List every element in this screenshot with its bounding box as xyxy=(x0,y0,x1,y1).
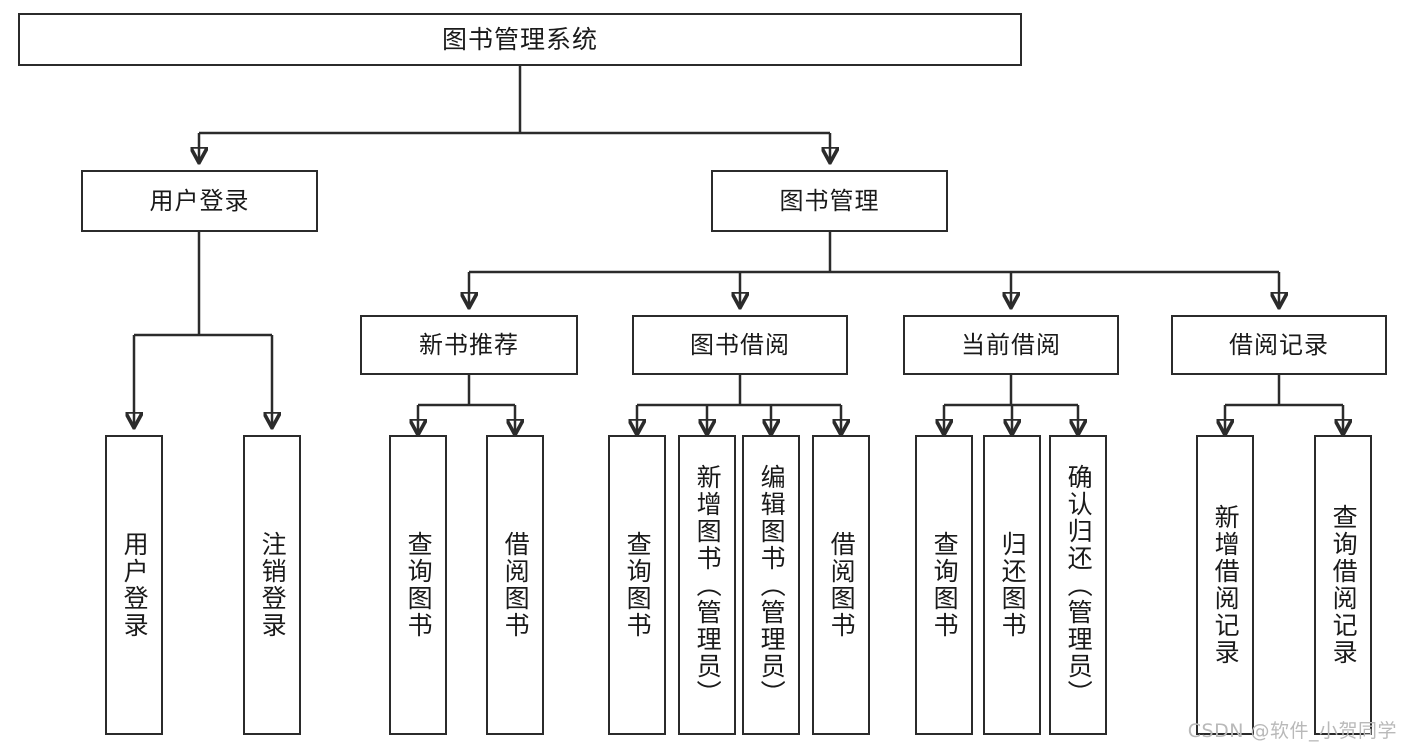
node-label: 归还图书 xyxy=(998,531,1028,639)
leaf-borrow-query-book[interactable]: 查询图书 xyxy=(608,435,666,735)
node-label: 新书推荐 xyxy=(419,330,519,359)
node-label: 查询图书 xyxy=(623,531,653,639)
node-label: 图书管理系统 xyxy=(441,24,598,54)
leaf-recommend-borrow-book[interactable]: 借阅图书 xyxy=(486,435,544,735)
node-label: 用户登录 xyxy=(120,531,150,639)
node-label: 注销登录 xyxy=(258,531,288,639)
node-user-login[interactable]: 用户登录 xyxy=(81,170,318,232)
node-label: 新增图书（管理员） xyxy=(693,463,723,707)
leaf-record-add-record[interactable]: 新增借阅记录 xyxy=(1196,435,1254,735)
leaf-borrow-borrow-book[interactable]: 借阅图书 xyxy=(812,435,870,735)
node-new-book-recommend[interactable]: 新书推荐 xyxy=(360,315,578,375)
leaf-record-query-record[interactable]: 查询借阅记录 xyxy=(1314,435,1372,735)
node-borrow-record[interactable]: 借阅记录 xyxy=(1171,315,1387,375)
node-label: 查询图书 xyxy=(930,531,960,639)
node-label: 图书管理 xyxy=(779,186,880,215)
leaf-current-confirm-return-admin[interactable]: 确认归还（管理员） xyxy=(1049,435,1107,735)
node-label: 借阅图书 xyxy=(501,531,531,639)
node-current-borrow[interactable]: 当前借阅 xyxy=(903,315,1119,375)
node-label: 查询图书 xyxy=(404,531,434,639)
node-label: 图书借阅 xyxy=(690,330,790,359)
node-label: 当前借阅 xyxy=(961,330,1061,359)
leaf-user-logout[interactable]: 注销登录 xyxy=(243,435,301,735)
node-label: 确认归还（管理员） xyxy=(1064,463,1094,707)
node-label: 用户登录 xyxy=(149,186,250,215)
node-label: 新增借阅记录 xyxy=(1211,504,1241,666)
node-label: 编辑图书（管理员） xyxy=(757,463,787,707)
node-label: 借阅图书 xyxy=(827,531,857,639)
node-root-system[interactable]: 图书管理系统 xyxy=(18,13,1022,66)
watermark: CSDN @软件_小贺同学 xyxy=(1187,720,1397,742)
node-label: 查询借阅记录 xyxy=(1329,504,1359,666)
leaf-borrow-edit-book-admin[interactable]: 编辑图书（管理员） xyxy=(742,435,800,735)
leaf-user-login[interactable]: 用户登录 xyxy=(105,435,163,735)
leaf-current-return-book[interactable]: 归还图书 xyxy=(983,435,1041,735)
leaf-current-query-book[interactable]: 查询图书 xyxy=(915,435,973,735)
node-book-management[interactable]: 图书管理 xyxy=(711,170,948,232)
leaf-recommend-query-book[interactable]: 查询图书 xyxy=(389,435,447,735)
node-book-borrow[interactable]: 图书借阅 xyxy=(632,315,848,375)
node-label: 借阅记录 xyxy=(1229,330,1329,359)
leaf-borrow-add-book-admin[interactable]: 新增图书（管理员） xyxy=(678,435,736,735)
